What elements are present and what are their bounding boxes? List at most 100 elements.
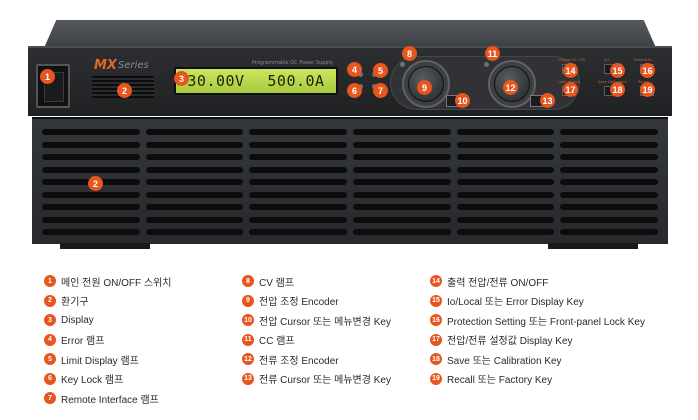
vent-slot — [353, 191, 451, 198]
vent-slot — [456, 216, 555, 223]
callout-badge: 12 — [503, 80, 518, 95]
vent-slot — [353, 129, 451, 135]
vent-slot — [560, 129, 658, 135]
callout-badge: 18 — [610, 82, 625, 97]
vent-slot — [145, 129, 244, 135]
vent-slot — [42, 216, 140, 223]
legend-item: 18 Save 또는 Calibration Key — [430, 352, 645, 367]
vent-slot — [145, 166, 244, 173]
vent-slot — [42, 141, 140, 148]
legend-label: 전압 Cursor 또는 메뉴변경 Key — [259, 316, 391, 328]
vent-slot — [560, 216, 658, 223]
legend-number: 11 — [242, 333, 254, 346]
vent-slot — [42, 129, 140, 135]
lcd-display: 30.00V 500.0A — [174, 67, 338, 95]
vent-slot — [560, 204, 658, 210]
vent-slot — [145, 179, 244, 185]
error-lamp — [358, 72, 363, 77]
legend-number: 13 — [242, 372, 254, 385]
vent-slot — [456, 154, 555, 160]
vent-slot — [456, 141, 555, 148]
display-current: 500.0A — [267, 72, 325, 90]
legend-label: 전압/전류 설정값 Display Key — [447, 336, 573, 347]
vent-slot — [42, 204, 140, 210]
legend-number: 14 — [430, 275, 442, 287]
vent-slot — [560, 141, 658, 148]
vent-slot — [145, 216, 244, 223]
vent-slot — [249, 204, 347, 210]
vent-slot — [249, 216, 347, 223]
callout-badge: 13 — [540, 93, 555, 108]
legend-item: 17 전압/전류 설정값 Display Key — [430, 333, 645, 347]
legend-number: 19 — [430, 372, 442, 385]
callout-badge: 3 — [174, 71, 189, 86]
vent-slot — [560, 191, 658, 198]
legend-number: 18 — [430, 353, 442, 365]
legend-label: Display — [61, 314, 94, 326]
cc-lamp — [484, 62, 489, 67]
callout-badge: 15 — [610, 63, 625, 78]
legend-label: 메인 전원 ON/OFF 스위치 — [61, 277, 172, 289]
callout-badge: 19 — [640, 82, 655, 97]
callout-badge: 8 — [402, 46, 417, 61]
key-label-io: I/O — [604, 58, 609, 62]
legend-number: 2 — [44, 294, 56, 307]
callout-badge: 1 — [40, 69, 55, 84]
vent-slot — [456, 166, 555, 173]
legend-label: Protection Setting 또는 Front-panel Lock K… — [447, 316, 645, 328]
legend-number: 3 — [44, 314, 56, 326]
foot-right — [548, 243, 638, 249]
legend-label: Error 램프 — [61, 336, 105, 347]
vent-slot — [456, 229, 555, 235]
vent-slot — [249, 129, 347, 135]
vent-slot — [249, 141, 347, 148]
vent-slot — [353, 166, 451, 173]
series-logo: MX — [94, 58, 117, 73]
vent-slot — [560, 229, 658, 235]
legend-item: 5 Limit Display 램프 — [44, 352, 172, 367]
vent-slot — [145, 204, 244, 210]
legend-number: 7 — [44, 392, 56, 404]
vent-slot — [42, 191, 140, 198]
legend-number: 5 — [44, 353, 56, 365]
legend-number: 15 — [430, 294, 442, 307]
vent-slot — [249, 191, 347, 198]
vent-slot — [456, 191, 555, 198]
legend-label: 전류 Cursor 또는 메뉴변경 Key — [259, 375, 391, 386]
legend-label: CV 램프 — [259, 277, 295, 289]
key-label-output: Output On / Off — [558, 58, 585, 62]
legend-label: Limit Display 램프 — [61, 355, 139, 367]
legend-label: Key Lock 램프 — [61, 375, 124, 386]
legend-number: 9 — [242, 294, 254, 307]
callout-badge: 6 — [347, 83, 362, 98]
callout-badge: 9 — [417, 80, 432, 95]
callout-badge: 5 — [373, 63, 388, 78]
vent-slot — [353, 179, 451, 185]
vent-slot — [249, 154, 347, 160]
legend-label: 전류 조정 Encoder — [259, 355, 339, 367]
callout-badge: 16 — [640, 63, 655, 78]
callout-badge: 17 — [563, 82, 578, 97]
legend-label: 전압 조정 Encoder — [259, 297, 339, 308]
vent-slot — [42, 154, 140, 160]
vent-slot — [249, 166, 347, 173]
key-label-save: Save Calibration — [598, 80, 627, 84]
legend-label: Save 또는 Calibration Key — [447, 355, 562, 367]
vent-slot — [353, 216, 451, 223]
legend-number: 6 — [44, 372, 56, 385]
vent-slot — [42, 229, 140, 235]
legend-number: 1 — [44, 275, 56, 287]
legend-number: 17 — [430, 333, 442, 346]
legend-label: 출력 전압/전류 ON/OFF — [447, 277, 549, 289]
vent-slot — [560, 154, 658, 160]
key-label-protection: Protection — [634, 58, 652, 62]
